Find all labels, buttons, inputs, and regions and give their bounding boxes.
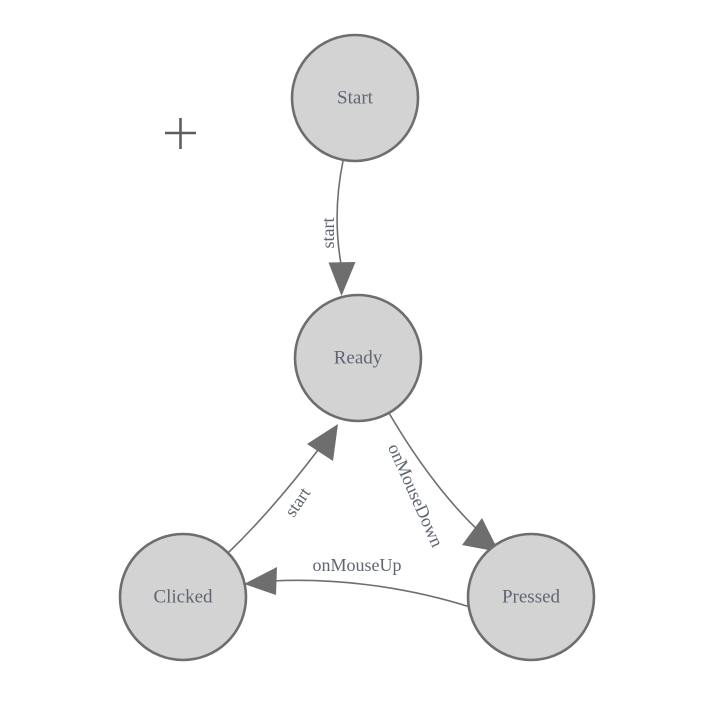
edge-path-start-to-ready [336, 160, 344, 265]
node-clicked[interactable]: Clicked [118, 532, 248, 662]
node-start-circle[interactable] [290, 33, 420, 163]
edge-path-pressed-to-clicked [271, 579, 471, 608]
node-clicked-label: Clicked [153, 586, 213, 607]
arrowhead-into-ready-bottom [307, 424, 338, 461]
node-clicked-circle[interactable] [118, 532, 248, 662]
node-ready[interactable]: Ready [293, 293, 423, 423]
node-start-label: Start [337, 87, 374, 108]
edge-label-start-2: start [280, 484, 314, 521]
edge-label-start: start [318, 218, 338, 249]
edge-path-ready-to-pressed [388, 412, 481, 533]
edge-clicked-to-ready[interactable]: start [227, 424, 338, 554]
node-start[interactable]: Start [290, 33, 420, 163]
node-ready-circle[interactable] [293, 293, 423, 423]
node-ready-label: Ready [334, 347, 383, 368]
edge-label-onmouseup: onMouseUp [313, 555, 402, 575]
node-pressed-label: Pressed [502, 586, 561, 607]
edge-label-onmousedown: onMouseDown [384, 440, 447, 550]
node-pressed[interactable]: Pressed [466, 532, 596, 662]
arrowhead-into-pressed [462, 518, 499, 552]
plus-crosshair-icon [165, 118, 196, 149]
edge-start-to-ready[interactable]: start [318, 160, 356, 296]
arrowhead-into-ready-top [328, 262, 356, 296]
edge-ready-to-pressed[interactable]: onMouseDown [384, 412, 499, 552]
node-pressed-circle[interactable] [466, 532, 596, 662]
edge-path-clicked-to-ready [227, 449, 319, 554]
arrowhead-into-clicked [244, 567, 277, 595]
edge-pressed-to-clicked[interactable]: onMouseUp [244, 555, 471, 608]
